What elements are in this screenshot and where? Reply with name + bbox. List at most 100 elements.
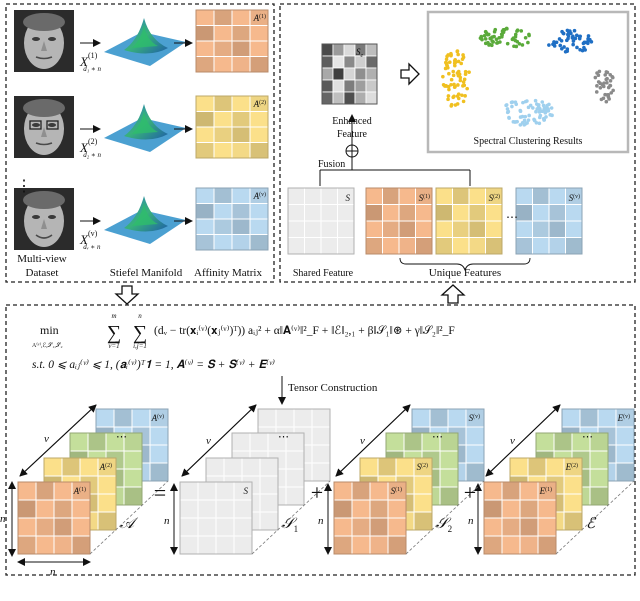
cluster-point: [447, 71, 451, 76]
tensor-slice-label: E(2): [565, 462, 578, 472]
cluster-point: [527, 113, 531, 118]
tensor-ellipsis: ⋯: [432, 431, 443, 443]
cluster-point: [463, 94, 467, 98]
tensor-name: ℰ: [586, 516, 597, 532]
cluster-point: [594, 90, 599, 94]
cluster-point: [561, 31, 566, 36]
depth-line: [555, 480, 635, 555]
cluster-point: [527, 33, 531, 38]
formula-min: min: [40, 323, 59, 337]
cluster-point: [534, 109, 538, 114]
cluster-point: [456, 59, 461, 64]
cluster-point: [544, 109, 548, 114]
tensor-ellipsis: ⋯: [278, 431, 289, 443]
stiefel-manifold-surface: [104, 196, 186, 244]
cluster-point: [515, 119, 519, 124]
cluster-point: [595, 71, 599, 75]
cluster-point: [492, 29, 497, 34]
bottom-panel-border: [5, 304, 636, 576]
cluster-point: [482, 33, 487, 38]
svg-text:v: v: [206, 435, 211, 447]
cluster-point: [523, 114, 528, 119]
cluster-point: [467, 70, 471, 74]
cluster-point: [589, 39, 594, 44]
cluster-point: [446, 97, 450, 102]
tensor-ellipsis: ⋯: [116, 431, 127, 443]
tensor-slice-label: A(2): [99, 462, 112, 472]
enhanced-feature-matrix: [321, 43, 378, 105]
view-data-label: X(2)d₂ ∗ n: [79, 137, 101, 159]
cluster-point: [494, 37, 499, 42]
cluster-point: [452, 58, 457, 63]
cluster-point: [565, 28, 570, 33]
tensor-construction-label: Tensor Construction: [288, 382, 378, 394]
cluster-point: [510, 37, 515, 42]
cluster-point: [608, 79, 613, 83]
manifold-label: Stiefel Manifold: [110, 267, 183, 279]
view-data-label: X(v)dᵥ ∗ n: [79, 229, 101, 251]
cluster-point: [541, 116, 546, 121]
cluster-point: [545, 103, 549, 108]
cluster-point: [441, 74, 445, 79]
cluster-point: [512, 44, 516, 49]
cluster-point: [460, 57, 465, 61]
cluster-point: [538, 115, 542, 120]
tensor-name: 𝒮2: [436, 516, 452, 534]
equals-sign: =: [154, 480, 166, 505]
cluster-point: [449, 104, 454, 108]
cluster-point: [451, 69, 456, 74]
cluster-point: [455, 49, 460, 53]
cluster-point: [448, 60, 452, 64]
cluster-point: [507, 116, 511, 120]
cluster-point: [510, 104, 514, 109]
tensor-slice-label: S(v): [469, 413, 480, 423]
cluster-point: [447, 87, 451, 92]
cluster-point: [515, 28, 520, 32]
cluster-point: [459, 61, 464, 66]
cluster-point: [518, 123, 523, 127]
tensor-slice-label: E(1): [539, 486, 552, 496]
cluster-point: [547, 43, 551, 47]
svg-text:n: n: [468, 515, 474, 527]
vertical-dots: ⋮: [16, 178, 32, 195]
cluster-point: [559, 38, 564, 43]
affinity-matrix-label: A(v): [253, 191, 266, 201]
cluster-point: [505, 107, 510, 111]
plus-sign: +: [311, 480, 323, 505]
view-data-label: X(1)d₁ ∗ n: [79, 51, 101, 73]
depth-line: [89, 480, 169, 555]
cluster-point: [505, 41, 510, 46]
cluster-point: [526, 40, 530, 45]
cluster-point: [604, 70, 609, 74]
stiefel-manifold-surface: [104, 18, 186, 66]
cluster-point: [549, 106, 554, 110]
cluster-point: [522, 118, 527, 123]
cluster-point: [485, 32, 490, 37]
cluster-point: [460, 93, 464, 98]
cluster-point: [572, 28, 577, 33]
depth-line: [251, 480, 331, 555]
svg-text:n: n: [0, 513, 6, 525]
cluster-point: [504, 103, 509, 107]
affinity-matrix: [195, 95, 269, 159]
cluster-point: [480, 37, 484, 42]
cluster-point: [595, 84, 599, 88]
cluster-point: [552, 42, 556, 46]
to-clustering-hollow-arrow: [400, 62, 420, 86]
cluster-point: [569, 31, 573, 36]
cluster-point: [528, 103, 533, 108]
cluster-scatter: [441, 26, 615, 127]
cluster-point: [449, 51, 453, 56]
cluster-point: [531, 106, 535, 110]
cluster-point: [504, 26, 509, 31]
sum1-bottom: v=1: [108, 342, 119, 350]
cluster-point: [541, 103, 546, 108]
cluster-point: [461, 84, 465, 88]
cluster-point: [513, 38, 518, 43]
cluster-point: [525, 121, 529, 125]
tensor-slice-label: A(1): [73, 486, 86, 496]
cluster-point: [479, 34, 484, 39]
cluster-point: [605, 80, 609, 85]
cluster-point: [456, 83, 460, 87]
cluster-point: [571, 42, 575, 47]
